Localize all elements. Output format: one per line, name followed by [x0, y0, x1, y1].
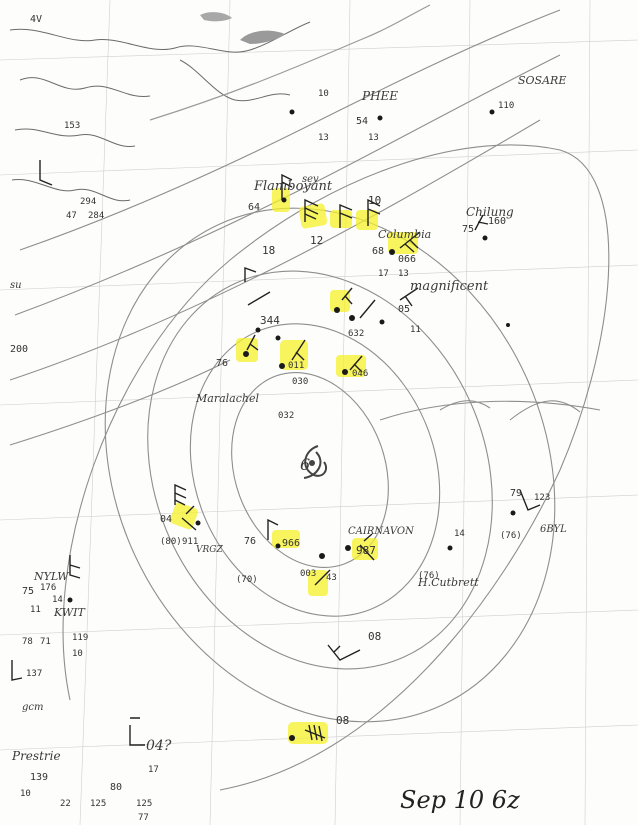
obs-value: 64 [248, 202, 260, 213]
obs-value: 75 [22, 586, 34, 597]
isobars-northwest [9, 4, 561, 446]
obs-value: 119 [72, 633, 88, 643]
wind-barbs [11, 160, 541, 746]
station-flamboyant: Flamboyant [253, 179, 333, 194]
obs-value: 11 [30, 605, 41, 615]
obs-value: 200 [10, 344, 28, 355]
obs-value: 632 [348, 329, 364, 339]
obs-value: 110 [498, 101, 514, 111]
obs-value: (76) [418, 571, 440, 581]
highlights [170, 188, 418, 744]
obs-value: 13 [398, 269, 409, 279]
obs-value: 030 [292, 377, 308, 387]
obs-value: 05 [398, 304, 410, 315]
obs-value: 80 [110, 782, 122, 793]
obs-value: 10 [368, 194, 381, 207]
station-values: 64 18 12 10 75 160 68 066 17 13 344 632 … [10, 14, 550, 823]
obs-value: 14 [52, 595, 63, 605]
obs-value: 22 [60, 799, 71, 809]
map-date-caption: Sep 10 6z [400, 786, 520, 814]
obs-value: 10 [20, 789, 31, 799]
obs-value: 76 [216, 358, 228, 369]
station-6byl: 6BYL [540, 524, 567, 535]
obs-value: 04? [146, 738, 172, 754]
obs-value: 77 [138, 813, 149, 823]
obs-value: 54 [356, 116, 368, 127]
obs-value: 08 [336, 714, 349, 727]
obs-value: 10 [72, 649, 83, 659]
station-names: Flamboyant Chilung Columbia magnificent … [11, 74, 567, 763]
obs-value: 987 [356, 544, 376, 557]
station-cairnavon: CAIRNAVON [348, 526, 415, 537]
obs-value: 294 [80, 197, 96, 207]
obs-value: 68 [372, 246, 384, 257]
obs-value: 4V [30, 14, 42, 25]
obs-value: (76) [500, 531, 522, 541]
obs-value: su [10, 280, 22, 291]
obs-value: 011 [288, 361, 304, 371]
obs-value: 125 [90, 799, 106, 809]
station-sosare: SOSARE [518, 74, 566, 87]
station-nylw: NYLW [33, 570, 70, 583]
obs-value: 066 [398, 254, 416, 265]
obs-value: 10 [318, 89, 329, 99]
obs-value: 14 [454, 529, 465, 539]
obs-value: 153 [64, 121, 80, 131]
obs-value: 176 [40, 583, 56, 593]
obs-value: 032 [278, 411, 294, 421]
obs-value: (70) [236, 575, 258, 585]
center-mark: 6 [300, 455, 310, 474]
obs-value: 046 [352, 369, 368, 379]
station-chilung: Chilung [466, 205, 514, 219]
station-dots [67, 109, 516, 741]
obs-value: 123 [534, 493, 550, 503]
storm-center-symbol [303, 445, 328, 479]
obs-value: (80) [160, 537, 182, 547]
obs-value: 76 [244, 536, 256, 547]
storm-isobars [62, 144, 610, 791]
station-maralachel: Maralachel [195, 392, 259, 405]
obs-value: 79 [510, 488, 522, 499]
station-prestrie: Prestrie [11, 749, 61, 763]
obs-value: 344 [260, 314, 280, 327]
station-vrgz: VRGZ [196, 545, 223, 555]
obs-value: 04 [160, 514, 172, 525]
obs-value: 003 [300, 569, 316, 579]
obs-value: 47 [66, 211, 77, 221]
obs-value: 17 [148, 765, 159, 775]
obs-value: 71 [40, 637, 51, 647]
obs-value: sev [302, 174, 319, 185]
obs-value: 139 [30, 772, 48, 783]
obs-value: 966 [282, 538, 300, 549]
obs-value: 284 [88, 211, 104, 221]
station-kwit: KWIT [53, 606, 86, 619]
obs-value: 125 [136, 799, 152, 809]
obs-value: 13 [318, 133, 329, 143]
station-columbia: Columbia [378, 228, 431, 241]
obs-value: 13 [368, 133, 379, 143]
obs-value: 08 [368, 630, 381, 643]
obs-value: 137 [26, 669, 42, 679]
obs-value: 12 [310, 234, 323, 247]
obs-value: 78 [22, 637, 33, 647]
obs-value: 160 [488, 216, 506, 227]
obs-value: 11 [410, 325, 421, 335]
station-phee: PHEE [361, 89, 398, 103]
obs-value: gcm [22, 702, 43, 713]
station-hcutbrett: H.Cutbrett [417, 576, 479, 589]
obs-value: 43 [326, 573, 337, 583]
station-magnificent: magnificent [410, 279, 489, 294]
obs-value: 18 [262, 244, 275, 257]
coastline [9, 12, 311, 202]
obs-value: 75 [462, 224, 474, 235]
obs-value: 17 [378, 269, 389, 279]
obs-value: 911 [182, 537, 198, 547]
